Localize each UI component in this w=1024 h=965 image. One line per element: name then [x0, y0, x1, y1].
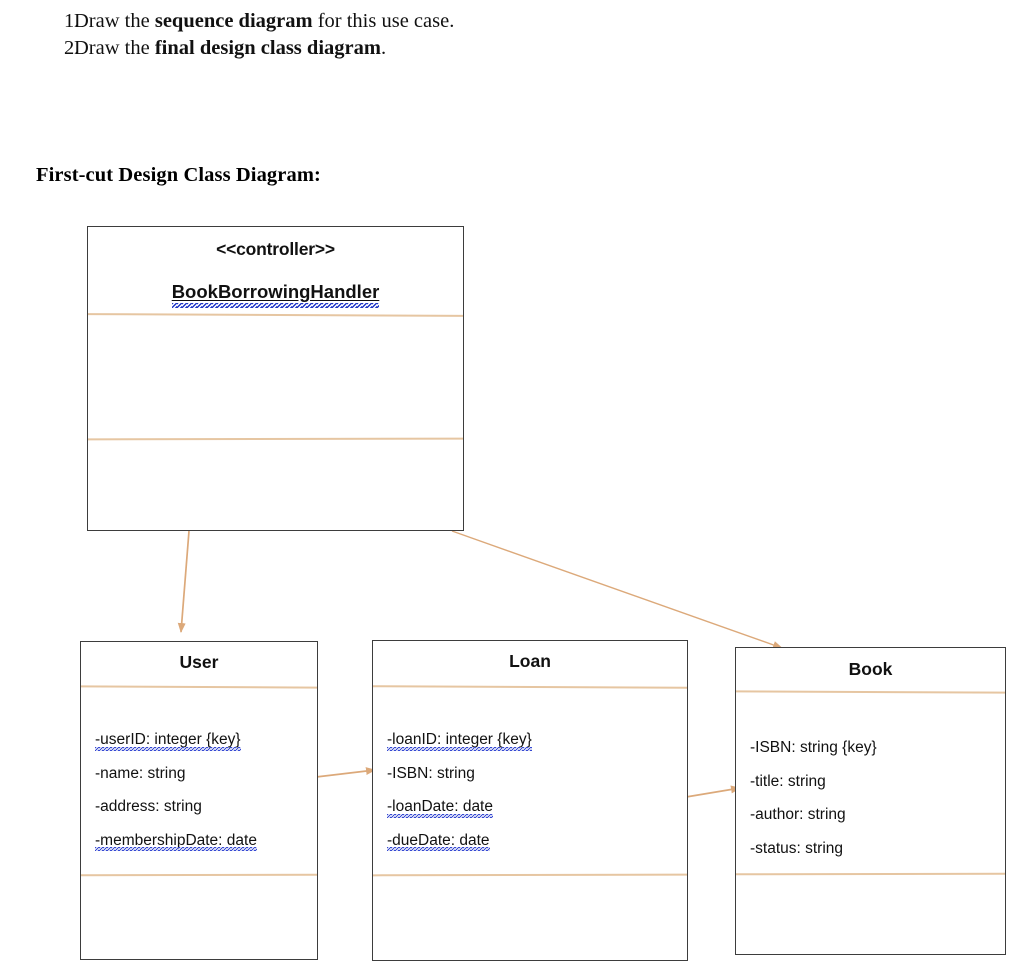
connector-loan-to-book: [685, 785, 741, 798]
uml-class-user[interactable]: User -userID: integer {key} -name: strin…: [80, 641, 318, 960]
attributes-compartment: -userID: integer {key} -name: string -ad…: [95, 732, 309, 866]
question-suffix: .: [380, 37, 387, 60]
question-prefix: Draw the: [74, 10, 155, 32]
question-suffix: for this use case.: [312, 10, 455, 32]
class-name: User: [179, 652, 219, 672]
attribute-row: -dueDate: date: [387, 831, 679, 851]
attribute-text: -loanID: integer {key}: [387, 731, 532, 750]
attribute-text: -author: string: [750, 806, 846, 823]
attribute-text: -title: string: [750, 772, 826, 790]
attribute-text: -status: string: [750, 839, 844, 857]
uml-class-loan[interactable]: Loan -loanID: integer {key} -ISBN: strin…: [372, 640, 688, 961]
question-emphasis: final design class diagram: [154, 37, 381, 60]
class-name: Book: [848, 659, 893, 679]
attribute-text: -ISBN: string: [387, 764, 475, 782]
question-prefix: Draw the: [74, 37, 155, 60]
attribute-row: -membershipDate: date: [95, 831, 309, 851]
attribute-text: -membershipDate: date: [95, 831, 257, 851]
attribute-row: -ISBN: string: [387, 764, 679, 782]
uml-class-book[interactable]: Book -ISBN: string {key} -title: string …: [735, 647, 1006, 955]
compartment-divider-operations: [88, 437, 463, 440]
uml-class-header: Book: [736, 648, 1005, 680]
connector-controller-to-book: [451, 530, 783, 649]
attribute-text: -dueDate: date: [387, 831, 490, 851]
list-item-number: 2.: [64, 37, 80, 60]
attribute-row: -loanID: integer {key}: [387, 731, 679, 750]
compartment-divider-attributes: [81, 685, 317, 689]
attribute-row: -loanDate: date: [387, 798, 679, 817]
compartment-divider-attributes: [373, 685, 687, 689]
attribute-row: -ISBN: string {key}: [750, 740, 997, 756]
connector-controller-to-user: [177, 530, 190, 633]
list-item-text: Draw the sequence diagram for this use c…: [74, 8, 454, 35]
compartment-divider-attributes: [736, 690, 1005, 694]
attribute-row: -userID: integer {key}: [95, 731, 309, 750]
attribute-row: -author: string: [750, 807, 997, 823]
attribute-text: -name: string: [95, 764, 186, 782]
list-item-number: 1.: [64, 10, 80, 32]
class-name: Loan: [509, 651, 551, 671]
attribute-text: -address: string: [95, 798, 202, 815]
compartment-divider-operations: [736, 872, 1005, 875]
attributes-compartment: -ISBN: string {key} -title: string -auth…: [750, 740, 997, 874]
question-emphasis: sequence diagram: [154, 10, 313, 32]
compartment-divider-attributes: [88, 313, 463, 317]
section-heading: First-cut Design Class Diagram:: [36, 164, 321, 186]
attribute-row: -status: string: [750, 839, 997, 857]
question-list: 1. Draw the sequence diagram for this us…: [36, 8, 736, 63]
attribute-text: -loanDate: date: [387, 798, 493, 817]
attributes-compartment: -loanID: integer {key} -ISBN: string -lo…: [387, 732, 679, 866]
compartment-divider-operations: [81, 873, 317, 876]
attribute-text: -ISBN: string {key}: [750, 739, 877, 756]
uml-class-controller[interactable]: <<controller>> BookBorrowingHandler: [87, 226, 464, 531]
list-item: 1. Draw the sequence diagram for this us…: [36, 8, 736, 35]
list-item-text: Draw the final design class diagram.: [74, 35, 386, 62]
class-name: BookBorrowingHandler: [171, 281, 380, 308]
list-item: 2. Draw the final design class diagram.: [36, 35, 736, 62]
attribute-text: -userID: integer {key}: [95, 731, 241, 750]
uml-class-header: <<controller>> BookBorrowingHandler: [88, 227, 463, 308]
class-stereotype: <<controller>>: [216, 239, 335, 259]
compartment-divider-operations: [373, 873, 687, 876]
uml-class-header: Loan: [373, 641, 687, 672]
attribute-row: -name: string: [95, 764, 309, 782]
connector-user-to-loan: [315, 767, 376, 778]
attribute-row: -title: string: [750, 772, 997, 790]
uml-class-header: User: [81, 642, 317, 673]
attribute-row: -address: string: [95, 799, 309, 815]
